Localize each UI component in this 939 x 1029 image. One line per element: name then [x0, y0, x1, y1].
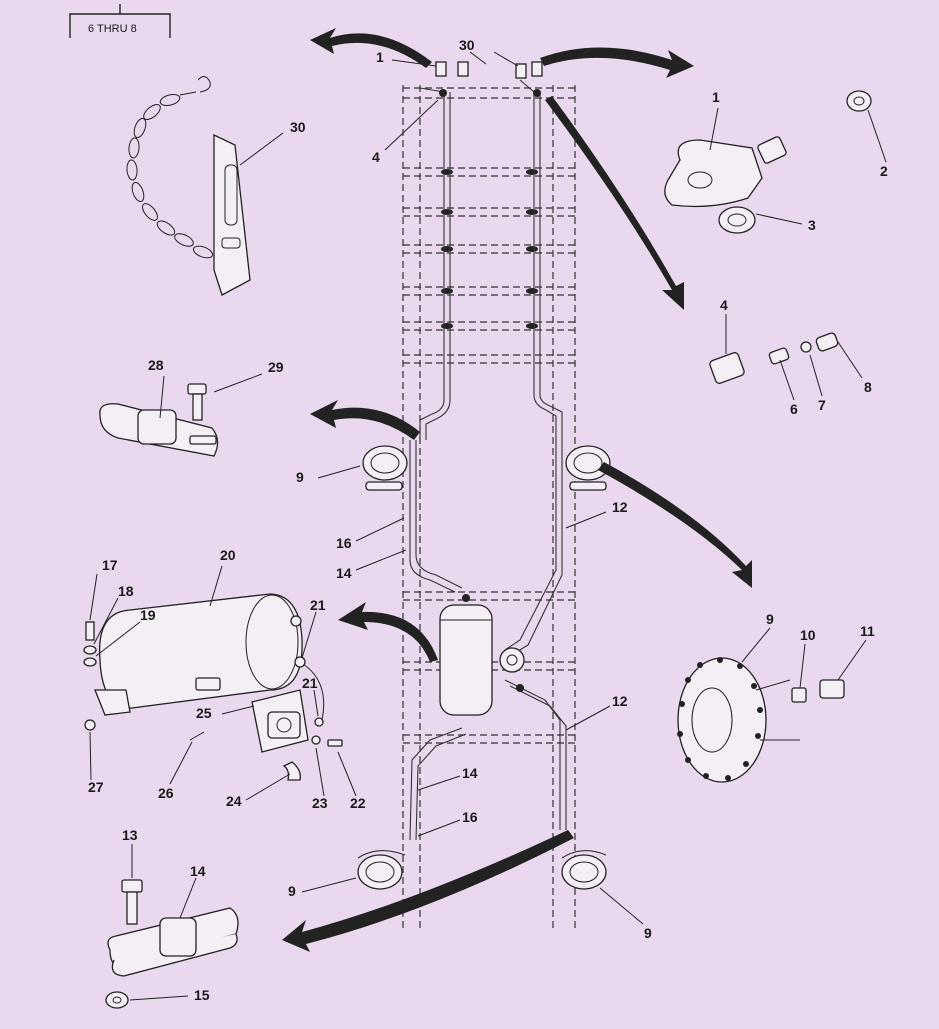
air-reservoir-on-frame	[439, 594, 525, 716]
callout-numbers: 1 30 4 30 1 2 3 4 6 7 8 28 29 9 16 14 12…	[88, 37, 888, 1003]
callout-16-lower: 16	[462, 809, 478, 825]
detail-hose-clamp	[105, 879, 239, 1009]
callout-21-a: 21	[310, 597, 326, 613]
callout-23: 23	[312, 795, 328, 811]
detail-valve-assembly	[189, 656, 343, 781]
callout-15: 15	[194, 987, 210, 1003]
brake-chamber-rear-left	[357, 850, 406, 890]
callout-18: 18	[118, 583, 134, 599]
callout-1-top: 1	[376, 49, 384, 65]
brake-chamber-rear-right	[561, 850, 607, 890]
callout-10: 10	[800, 627, 816, 643]
callout-6: 6	[790, 401, 798, 417]
callout-16-upper: 16	[336, 535, 352, 551]
callout-4-top: 4	[372, 149, 380, 165]
explode-arrows	[282, 28, 752, 952]
callout-28: 28	[148, 357, 164, 373]
air-lines	[409, 79, 567, 841]
callout-8: 8	[864, 379, 872, 395]
callout-30-top: 30	[459, 37, 475, 53]
vehicle-frame	[402, 85, 576, 930]
callout-12-upper: 12	[612, 499, 628, 515]
callout-1-right: 1	[712, 89, 720, 105]
callout-2: 2	[880, 163, 888, 179]
detail-brake-chamber	[677, 657, 845, 783]
callout-27: 27	[88, 779, 104, 795]
callout-29: 29	[268, 359, 284, 375]
callout-3: 3	[808, 217, 816, 233]
reference-text: 6 THRU 8	[88, 23, 137, 35]
callout-26: 26	[158, 785, 174, 801]
brake-chamber-front-right	[565, 445, 611, 491]
callout-4-right: 4	[720, 297, 728, 313]
detail-clamp-and-bolt	[99, 383, 219, 457]
detail-chain-and-plate	[126, 76, 251, 296]
callout-14-detail: 14	[190, 863, 206, 879]
callout-20: 20	[220, 547, 236, 563]
callout-22: 22	[350, 795, 366, 811]
callout-14-upper: 14	[336, 565, 352, 581]
callout-7: 7	[818, 397, 826, 413]
callout-9-right: 9	[766, 611, 774, 627]
callout-30-left: 30	[290, 119, 306, 135]
callout-12-lower: 12	[612, 693, 628, 709]
callout-13: 13	[122, 827, 138, 843]
detail-fittings	[709, 332, 839, 384]
callout-14-lower: 14	[462, 765, 478, 781]
leader-lines	[89, 51, 887, 1001]
detail-air-tank	[83, 593, 303, 731]
brake-chamber-front-left	[362, 445, 408, 491]
top-couplings	[435, 61, 543, 97]
callout-9-upper-left: 9	[296, 469, 304, 485]
reference-box: 6 THRU 8	[69, 4, 171, 38]
callout-21-b: 21	[302, 675, 318, 691]
callout-9-lower-left: 9	[288, 883, 296, 899]
callout-25: 25	[196, 705, 212, 721]
callout-24: 24	[226, 793, 242, 809]
callout-9-lower-right: 9	[644, 925, 652, 941]
detail-gladhand	[664, 90, 872, 234]
callout-19: 19	[140, 607, 156, 623]
callout-17: 17	[102, 557, 118, 573]
callout-11: 11	[860, 623, 875, 639]
